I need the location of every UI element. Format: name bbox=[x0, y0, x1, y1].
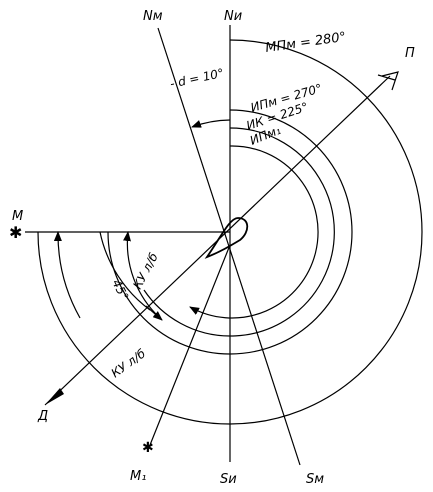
star-m-icon: ✱ bbox=[9, 223, 22, 242]
label-d-point: Д bbox=[37, 409, 48, 424]
label-n-magnetic: Nм bbox=[143, 9, 163, 24]
arc-ku-inner-arrow bbox=[145, 305, 163, 321]
label-n-true: Nи bbox=[224, 9, 242, 24]
arc-ip-m1 bbox=[189, 145, 319, 319]
arc-45 bbox=[123, 231, 161, 319]
label-ku-inner: КУ л/б bbox=[130, 250, 161, 291]
course-arrow-d bbox=[45, 388, 64, 405]
arc-ku-outer bbox=[53, 231, 81, 319]
label-s-true: Sи bbox=[220, 472, 237, 487]
course-arrow-p bbox=[381, 71, 399, 91]
label-s-magnetic: Sм bbox=[306, 472, 324, 487]
arc-ip-m bbox=[107, 109, 353, 355]
label-mp-m: МПм = 280° bbox=[264, 30, 347, 56]
label-p-point: П bbox=[405, 46, 415, 61]
arc-ku-inner bbox=[99, 231, 151, 311]
label-declination: - d = 10° bbox=[169, 66, 225, 91]
arc-mp-m bbox=[37, 39, 423, 425]
label-ku-outer: КУ л/б bbox=[109, 346, 149, 380]
arc-ik bbox=[143, 127, 335, 337]
label-m1-point: М₁ bbox=[130, 469, 146, 484]
label-m-point: М bbox=[12, 209, 23, 224]
bearing-m1-line bbox=[149, 244, 231, 446]
star-m1-icon: ✱ bbox=[142, 440, 154, 456]
ship-icon bbox=[204, 217, 249, 259]
course-arrow-p-tick bbox=[377, 74, 396, 81]
arc-declination bbox=[191, 119, 231, 128]
